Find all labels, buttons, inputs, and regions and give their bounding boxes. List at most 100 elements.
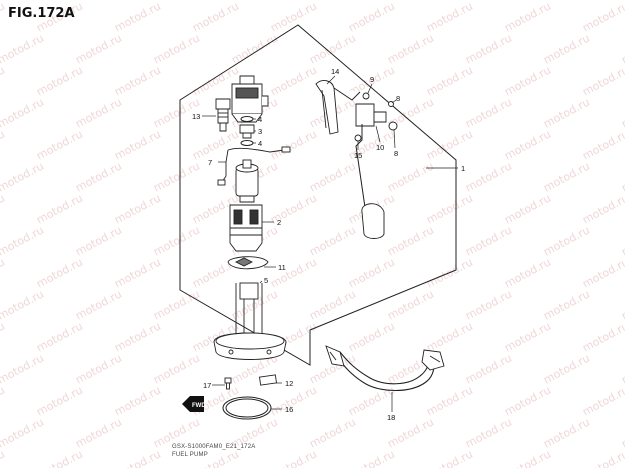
watermark-text: motod.ru: [112, 0, 163, 35]
callout-11: 11: [278, 263, 286, 272]
watermark-text: motod.ru: [502, 255, 553, 290]
watermark-text: motod.ru: [463, 287, 514, 322]
watermark-text: motod.ru: [307, 415, 358, 450]
watermark-text: motod.ru: [229, 0, 280, 3]
watermark-text: motod.ru: [463, 159, 514, 194]
watermark-text: motod.ru: [268, 383, 319, 418]
watermark-text: motod.ru: [619, 95, 625, 130]
watermark-text: motod.ru: [112, 447, 163, 468]
callout-5: 5: [264, 276, 268, 285]
watermark-text: motod.ru: [0, 383, 7, 418]
front-direction-marker: FWD: [182, 396, 206, 412]
callout-1: 1: [461, 164, 465, 173]
watermark-text: motod.ru: [0, 127, 7, 162]
callout-15: 15: [354, 151, 362, 160]
watermark-text: motod.ru: [502, 63, 553, 98]
callout-10: 10: [376, 143, 384, 152]
pump-case-part-2: [229, 204, 263, 252]
watermark-text: motod.ru: [541, 159, 592, 194]
watermark-text: motod.ru: [541, 31, 592, 66]
fuel-sender-unit: [355, 92, 398, 131]
watermark-text: motod.ru: [502, 383, 553, 418]
float: [361, 203, 385, 239]
watermark-text: motod.ru: [151, 351, 202, 386]
watermark-text: motod.ru: [112, 127, 163, 162]
watermark-text: motod.ru: [112, 383, 163, 418]
watermark-text: motod.ru: [0, 255, 7, 290]
pad-part-12: [259, 374, 277, 386]
watermark-text: motod.ru: [151, 287, 202, 322]
watermark-text: motod.ru: [307, 223, 358, 258]
screw-part-15: [354, 134, 362, 142]
watermark-text: motod.ru: [619, 351, 625, 386]
figure-title: FIG.172A: [8, 6, 75, 21]
watermark-text: motod.ru: [619, 223, 625, 258]
callout-16: 16: [285, 405, 293, 414]
watermark-text: motod.ru: [424, 63, 475, 98]
watermark-text: motod.ru: [151, 159, 202, 194]
hose-connector-right: [421, 349, 445, 371]
watermark-text: motod.ru: [502, 0, 553, 35]
watermark-text: motod.ru: [34, 63, 85, 98]
watermark-text: motod.ru: [502, 447, 553, 468]
watermark-text: motod.ru: [541, 415, 592, 450]
watermark-text: motod.ru: [541, 351, 592, 386]
callout-14: 14: [331, 67, 339, 76]
watermark-text: motod.ru: [0, 287, 46, 322]
watermark-text: motod.ru: [268, 255, 319, 290]
watermark-text: motod.ru: [0, 31, 46, 66]
watermark-text: motod.ru: [268, 191, 319, 226]
watermark-text: motod.ru: [541, 95, 592, 130]
watermark-text: motod.ru: [73, 95, 124, 130]
watermark-text: motod.ru: [190, 127, 241, 162]
watermark-text: motod.ru: [73, 159, 124, 194]
watermark-text: motod.ru: [346, 255, 397, 290]
watermark-text: motod.ru: [268, 0, 319, 35]
watermark-text: motod.ru: [385, 287, 436, 322]
watermark-text: motod.ru: [151, 223, 202, 258]
watermark-text: motod.ru: [463, 31, 514, 66]
watermark-text: motod.ru: [580, 0, 625, 35]
watermark-text: motod.ru: [463, 95, 514, 130]
watermark-text: motod.ru: [112, 63, 163, 98]
leader-lines: [202, 75, 458, 412]
watermark-text: motod.ru: [541, 287, 592, 322]
watermark-text: motod.ru: [307, 31, 358, 66]
watermark-text: motod.ru: [151, 0, 202, 3]
watermark-text: motod.ru: [463, 223, 514, 258]
watermark-text: motod.ru: [0, 351, 46, 386]
watermark-text: motod.ru: [73, 415, 124, 450]
watermark-text: motod.ru: [424, 383, 475, 418]
watermark-text: motod.ru: [424, 319, 475, 354]
watermark-text: motod.ru: [34, 447, 85, 468]
watermark-text: motod.ru: [580, 127, 625, 162]
drawing-code: GSX-S1000FAM0_E21_172A: [172, 444, 256, 450]
watermark-text: motod.ru: [0, 415, 46, 450]
watermark-text: motod.ru: [619, 31, 625, 66]
regulator-part-3: [239, 124, 255, 139]
callout-7: 7: [208, 158, 212, 167]
pump-wire-harness: [217, 146, 291, 186]
watermark-text: motod.ru: [580, 319, 625, 354]
watermark-text: motod.ru: [73, 0, 124, 3]
watermark-text: motod.ru: [385, 31, 436, 66]
watermark-text: motod.ru: [112, 255, 163, 290]
watermark-text: motod.ru: [541, 0, 592, 3]
watermark-text: motod.ru: [385, 223, 436, 258]
callout-12: 12: [285, 379, 293, 388]
callout-8a: 8: [396, 94, 400, 103]
assembly-frame: [179, 24, 457, 366]
callout-labels: 1 2 3 4 4 5 7 8 8 9 10 11 12 13 14 15 16…: [192, 67, 465, 422]
callout-18: 18: [387, 413, 395, 422]
watermark-text: motod.ru: [268, 447, 319, 468]
callout-4b: 4: [258, 139, 262, 148]
watermark-text: motod.ru: [268, 127, 319, 162]
pump-holder-part-5: [235, 282, 263, 333]
watermark-text: motod.ru: [541, 223, 592, 258]
watermark-text: motod.ru: [34, 383, 85, 418]
watermark-text: motod.ru: [346, 447, 397, 468]
watermark-text: motod.ru: [0, 0, 46, 3]
